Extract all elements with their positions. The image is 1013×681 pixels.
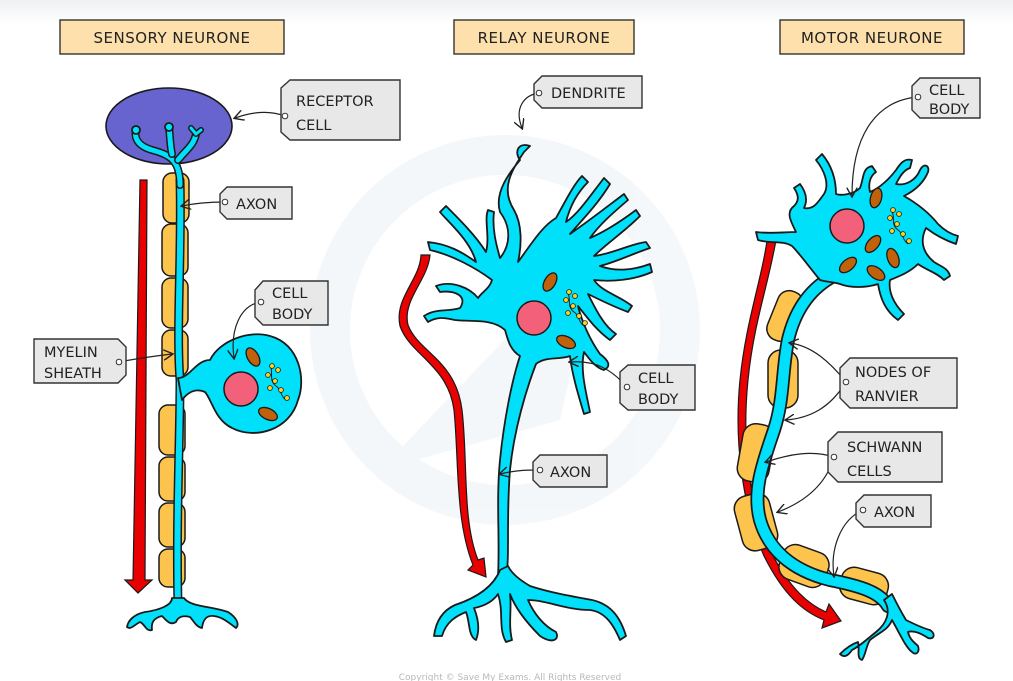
nucleus: [829, 208, 865, 244]
tag-cell-body-sensory: CELL BODY: [233, 280, 329, 358]
relay-neurone: [398, 144, 653, 643]
schwann-label-line2: CELLS: [847, 464, 892, 480]
cellbody-label-sensory-line1: CELL: [272, 286, 307, 302]
tag-nodes-of-ranvier: NODES OF RANVIER: [786, 343, 958, 420]
title-motor-neurone: MOTOR NEURONE: [779, 19, 965, 55]
copyright-text: Copyright © Save My Exams. All Rights Re…: [399, 673, 621, 681]
mitochondria: [245, 347, 279, 422]
receptor-label-line1: RECEPTOR: [296, 94, 374, 110]
tag-myelin-sheath: MYELIN SHEATH: [33, 338, 172, 384]
receptor-label-line2: CELL: [296, 118, 331, 134]
nucleus: [516, 300, 552, 336]
rough-er: [563, 289, 588, 327]
title-motor-text: MOTOR NEURONE: [801, 29, 943, 47]
cellbody-label-motor-line1: CELL: [929, 83, 964, 99]
schwann-label-line1: SCHWANN: [847, 440, 922, 456]
tag-cell-body-motor: CELL BODY: [852, 77, 981, 196]
sensory-axon-terminals: [126, 597, 239, 632]
title-sensory-text: SENSORY NEURONE: [93, 29, 250, 47]
rough-er: [887, 207, 912, 245]
tag-receptor-cell: RECEPTOR CELL: [235, 79, 401, 141]
title-sensory-neurone: SENSORY NEURONE: [59, 19, 285, 55]
mitochondria: [838, 187, 900, 281]
cellbody-label-relay-line1: CELL: [638, 371, 673, 387]
title-relay-text: RELAY NEURONE: [478, 29, 611, 47]
mitochondria: [542, 272, 577, 350]
motor-cell-body: [755, 153, 959, 321]
myelin-label-line1: MYELIN: [44, 345, 98, 361]
title-relay-neurone: RELAY NEURONE: [453, 19, 635, 55]
myelin-label-line2: SHEATH: [44, 366, 102, 382]
tag-axon-sensory: AXON: [182, 186, 293, 220]
motor-axon-terminals: [839, 593, 935, 661]
cellbody-label-motor-line2: BODY: [929, 102, 969, 118]
tag-dendrite: DENDRITE: [519, 75, 643, 128]
cellbody-label-sensory-line2: BODY: [272, 307, 312, 323]
relay-cell-body: [423, 144, 653, 577]
axon-label-relay: AXON: [550, 465, 591, 481]
rough-er: [265, 363, 290, 401]
nucleus: [223, 371, 259, 407]
tag-axon-motor: AXON: [833, 494, 932, 576]
axon-label-sensory: AXON: [236, 197, 277, 213]
dendrite-label: DENDRITE: [551, 86, 626, 102]
cellbody-label-relay-line2: BODY: [638, 392, 678, 408]
tag-cell-body-relay: CELL BODY: [570, 362, 696, 411]
relay-axon-terminals: [433, 565, 627, 643]
nodes-label-line2: RANVIER: [855, 389, 919, 405]
impulse-arrow-relay: [398, 254, 487, 578]
axon-label-motor: AXON: [874, 505, 915, 521]
impulse-arrow-motor: [737, 233, 842, 629]
tag-axon-relay: AXON: [500, 454, 608, 488]
sensory-cell-body: [177, 333, 303, 434]
impulse-arrow-sensory: [123, 179, 154, 594]
tag-schwann-cells: SCHWANN CELLS: [766, 431, 943, 512]
sensory-neurone: [105, 87, 303, 632]
nodes-label-line1: NODES OF: [855, 365, 931, 381]
